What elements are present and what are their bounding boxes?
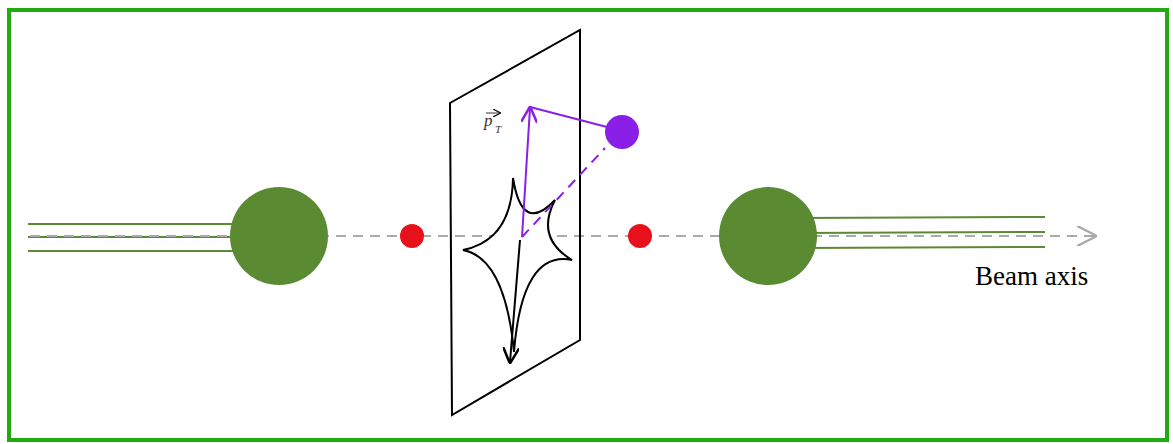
transverse-plane bbox=[450, 30, 580, 415]
particle-direction bbox=[522, 148, 605, 237]
particle bbox=[605, 115, 639, 149]
proton bbox=[719, 187, 817, 285]
pt-vector bbox=[522, 108, 530, 237]
parton bbox=[628, 224, 652, 248]
proton bbox=[230, 187, 328, 285]
axis-label: Beam axis bbox=[975, 263, 1088, 290]
vector-symbol: p bbox=[484, 112, 493, 129]
beam-axis bbox=[30, 235, 1095, 237]
projection-line bbox=[530, 107, 607, 127]
jet-arrow bbox=[510, 240, 520, 362]
vector-subscript: T bbox=[495, 124, 501, 135]
frame bbox=[9, 10, 1167, 440]
parton bbox=[400, 224, 424, 248]
